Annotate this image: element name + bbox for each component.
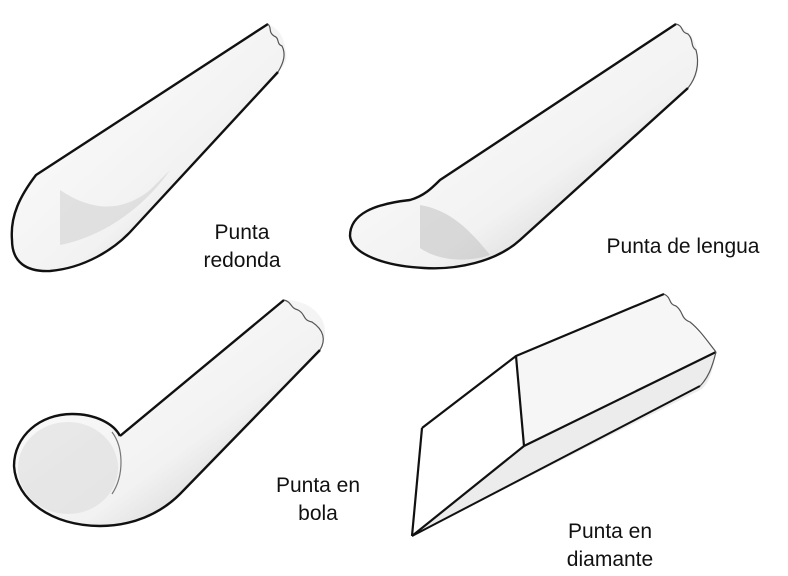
label-ball-tip: Punta en bola xyxy=(262,472,374,528)
label-round-tip: Punta redonda xyxy=(196,219,288,275)
label-round-tip-line1: Punta xyxy=(214,221,270,244)
diamond-tip-figure xyxy=(410,292,717,537)
label-round-tip-line2: redonda xyxy=(203,249,281,272)
label-diamond-tip: Punta en diamante xyxy=(548,518,672,574)
tongue-tip-figure xyxy=(348,22,699,270)
label-ball-tip-line2: bola xyxy=(298,502,338,525)
label-diamond-tip-line1: Punta en xyxy=(567,520,653,543)
label-tongue-tip: Punta de lengua xyxy=(583,233,783,261)
label-tongue-tip-line1: Punta de lengua xyxy=(606,235,760,258)
ball-tip-figure xyxy=(12,299,326,528)
label-diamond-tip-line2: diamante xyxy=(566,548,654,571)
label-ball-tip-line1: Punta en xyxy=(275,474,361,497)
round-tip-figure xyxy=(10,22,287,273)
